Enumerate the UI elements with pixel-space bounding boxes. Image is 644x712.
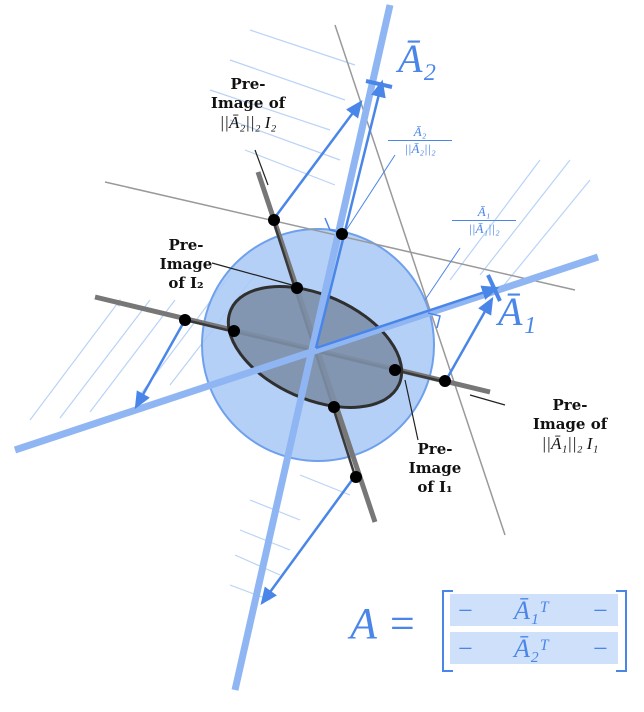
matrix-row-1: − Ā₁ᵀ − [450, 594, 618, 626]
label-a1: Ā₁ [498, 289, 537, 334]
label-preimage-i1: Pre- Image of I₁ [408, 440, 462, 496]
label-a2: Ā₂ [398, 36, 437, 81]
label-a2-unit: Ā₂ ||Ā₂||₂ [388, 125, 452, 156]
intersection-dots [179, 214, 451, 483]
right-bracket [616, 590, 627, 672]
label-a1-unit: Ā₁ ||Ā₁||₂ [452, 205, 516, 236]
column-axes [13, 4, 600, 691]
matrix-row-2: − Ā₂ᵀ − [450, 632, 618, 664]
matrix-definition: A = − Ā₁ᵀ − − Ā₂ᵀ − [350, 588, 635, 678]
label-preimage-a2-norm: Pre- Image of ||Ā₂||₂ I₂ [210, 75, 286, 132]
leader-lines [211, 149, 506, 441]
label-preimage-a1-norm: Pre- Image of ||Ā₁||₂ I₁ [532, 396, 608, 453]
left-bracket [442, 590, 453, 672]
vector-arrows [134, 79, 500, 606]
label-preimage-i2: Pre- Image of I₂ [159, 236, 213, 292]
matrix-lhs: A = [350, 599, 417, 648]
leader-lines-blue [344, 154, 461, 301]
